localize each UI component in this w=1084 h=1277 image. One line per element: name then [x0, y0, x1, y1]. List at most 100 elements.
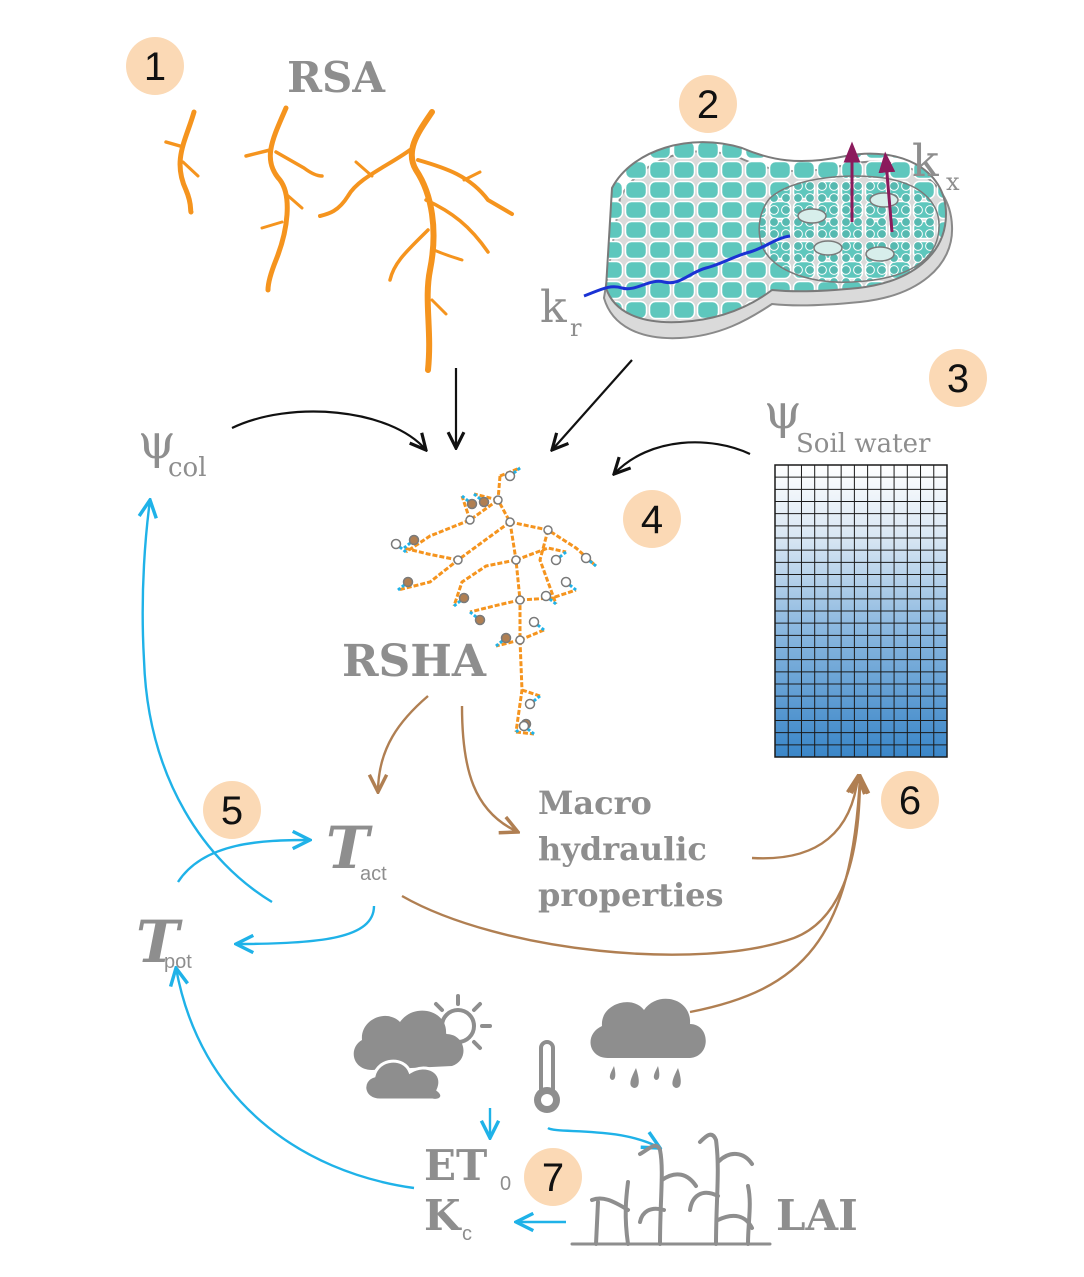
svg-text:properties: properties: [538, 876, 723, 914]
rain-cloud-icon: [590, 998, 706, 1088]
rsha-node: [580, 552, 592, 564]
svg-text:act: act: [360, 863, 387, 885]
rsha-node: [540, 590, 552, 602]
step-badge-5: 5: [203, 781, 261, 839]
rsha-junction-node: [515, 635, 525, 645]
rsha-root-segment: [538, 529, 558, 605]
svg-text:0: 0: [500, 1173, 511, 1195]
svg-text:Macro: Macro: [538, 784, 652, 822]
rsha-node: [504, 470, 516, 482]
arrow-tact-to-tpot: [236, 905, 376, 944]
kc-label: K c: [424, 1191, 472, 1245]
rsha-root-segment: [515, 730, 535, 736]
arrow-thermometer-to-lai: [547, 1126, 660, 1148]
rsha-root-segment: [515, 546, 567, 562]
rsha-root-segment: [452, 558, 517, 607]
psi-soil-water-label: ψ Soil water: [764, 384, 931, 459]
blue-arrows: [143, 500, 660, 1222]
axial-flow-arrow: [878, 151, 896, 233]
rsha-root-segment: [403, 546, 459, 562]
step-badge-6: 6: [881, 771, 939, 829]
step-badge-7: 7: [524, 1148, 582, 1206]
svg-text:4: 4: [641, 498, 663, 542]
rsha-junction-node: [543, 525, 553, 535]
rsa-label: RSA: [287, 53, 386, 102]
rsha-node: [518, 720, 530, 732]
svg-text:k: k: [912, 136, 939, 187]
svg-text:6: 6: [899, 779, 921, 823]
svg-text:k: k: [540, 282, 567, 333]
svg-text:x: x: [946, 168, 960, 196]
rsha-label: RSHA: [342, 636, 487, 687]
arrow-tpot-to-psi-col: [143, 500, 273, 904]
svg-text:Soil water: Soil water: [796, 429, 931, 459]
step-badge-4: 4: [623, 490, 681, 548]
step-badge-2: 2: [679, 75, 737, 133]
t-act-label: T act: [326, 814, 387, 885]
radial-flow-path: [583, 234, 791, 298]
rsha-node: [524, 698, 536, 710]
rsha-node: [466, 498, 478, 510]
svg-text:pot: pot: [164, 951, 192, 973]
svg-text:3: 3: [947, 357, 969, 401]
rsha-node: [402, 576, 414, 588]
kx-label: k x: [912, 136, 960, 196]
svg-text:T: T: [326, 814, 373, 882]
svg-text:c: c: [462, 1223, 472, 1245]
rsha-node: [560, 576, 572, 588]
svg-text:1: 1: [144, 45, 166, 89]
root-system-architecture: [164, 105, 514, 373]
rsha-root-segment: [397, 520, 511, 592]
macro-hydraulic-properties-label: Macro hydraulic properties: [538, 784, 723, 914]
kr-label: k r: [540, 282, 582, 342]
svg-text:7: 7: [542, 1156, 564, 1200]
thermometer-icon: [534, 1040, 560, 1113]
svg-text:2: 2: [697, 83, 719, 127]
step-badge-1: 1: [126, 37, 184, 95]
svg-text:ET: ET: [424, 1141, 487, 1190]
root-system-hydraulic-architecture: [390, 466, 598, 736]
arrow-tpot-to-tact: [176, 840, 310, 883]
arrow-rain-to-soil: [689, 776, 860, 1014]
t-pot-label: T pot: [136, 908, 192, 976]
brown-arrows: [378, 695, 860, 1014]
crop-plant-icon: [570, 1132, 772, 1246]
rsha-node: [500, 632, 512, 644]
arrow-soil-to-rsha: [614, 441, 751, 474]
lai-label: LAI: [776, 1191, 858, 1240]
rsha-node: [478, 496, 490, 508]
rsha-node: [408, 534, 420, 546]
svg-text:ψ: ψ: [138, 414, 176, 470]
rsha-node: [550, 554, 562, 566]
et0-label: ET 0: [424, 1141, 511, 1195]
rsha-junction-node: [505, 517, 515, 527]
rsha-junction-node: [511, 555, 521, 565]
rsha-junction-node: [465, 515, 475, 525]
svg-text:ψ: ψ: [764, 384, 802, 440]
root-cross-section: [583, 141, 954, 340]
rsha-junction-node: [453, 555, 463, 565]
arrow-cross-section-to-rsha: [552, 359, 633, 450]
svg-text:hydraulic: hydraulic: [538, 830, 707, 868]
psi-col-label: ψ col: [138, 414, 207, 483]
black-arrows: [231, 359, 751, 474]
svg-text:K: K: [424, 1191, 462, 1240]
rsha-node: [458, 592, 470, 604]
rsha-junction-node: [515, 595, 525, 605]
rsha-root-segment: [519, 588, 577, 602]
svg-text:col: col: [168, 453, 207, 483]
rsha-node: [390, 538, 402, 550]
arrow-et-to-tpot: [176, 968, 415, 1190]
arrow-psi-col-to-rsha: [231, 410, 426, 450]
soil-water-grid: [774, 464, 948, 758]
rsha-root-segment: [469, 598, 521, 614]
rsha-junction-node: [493, 495, 503, 505]
step-badge-3: 3: [929, 349, 987, 407]
cloud-sun-icon: [353, 994, 492, 1102]
arrow-rsha-to-macro: [460, 705, 518, 832]
svg-text:5: 5: [221, 789, 243, 833]
rsha-node: [474, 614, 486, 626]
arrow-rsha-to-tact: [378, 695, 429, 792]
rsha-root-segment: [405, 498, 499, 554]
